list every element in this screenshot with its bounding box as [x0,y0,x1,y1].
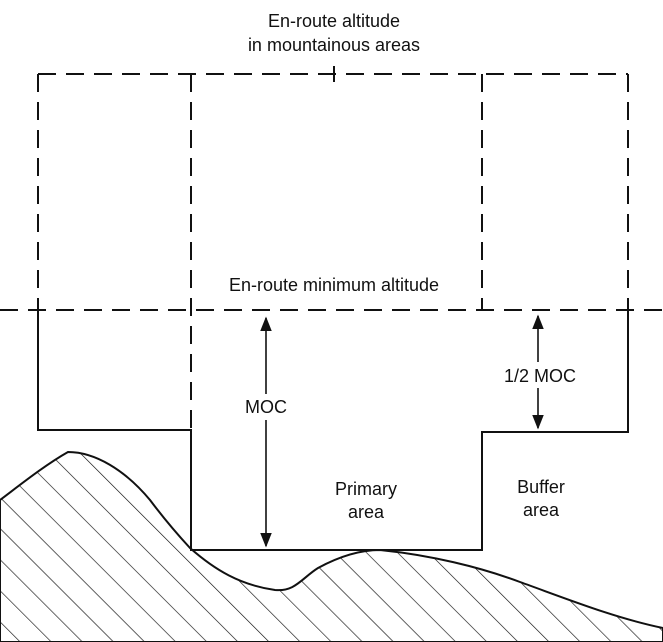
area-outline [37,310,629,551]
terrain-hatched [0,450,663,642]
buffer-area-line2: area [523,500,560,520]
min-alt-label-bg [200,272,470,298]
moc-label-bg [238,394,294,420]
buffer-area-line1: Buffer [517,477,565,497]
half-moc-label-bg [494,362,586,388]
minimum-altitude-label: En-route minimum altitude [229,275,439,295]
title-line1: En-route altitude [268,11,400,31]
primary-area-line2: area [348,502,385,522]
half-moc-label: 1/2 MOC [504,366,576,386]
title-line2: in mountainous areas [248,35,420,55]
primary-area-line1: Primary [335,479,397,499]
moc-label: MOC [245,397,287,417]
